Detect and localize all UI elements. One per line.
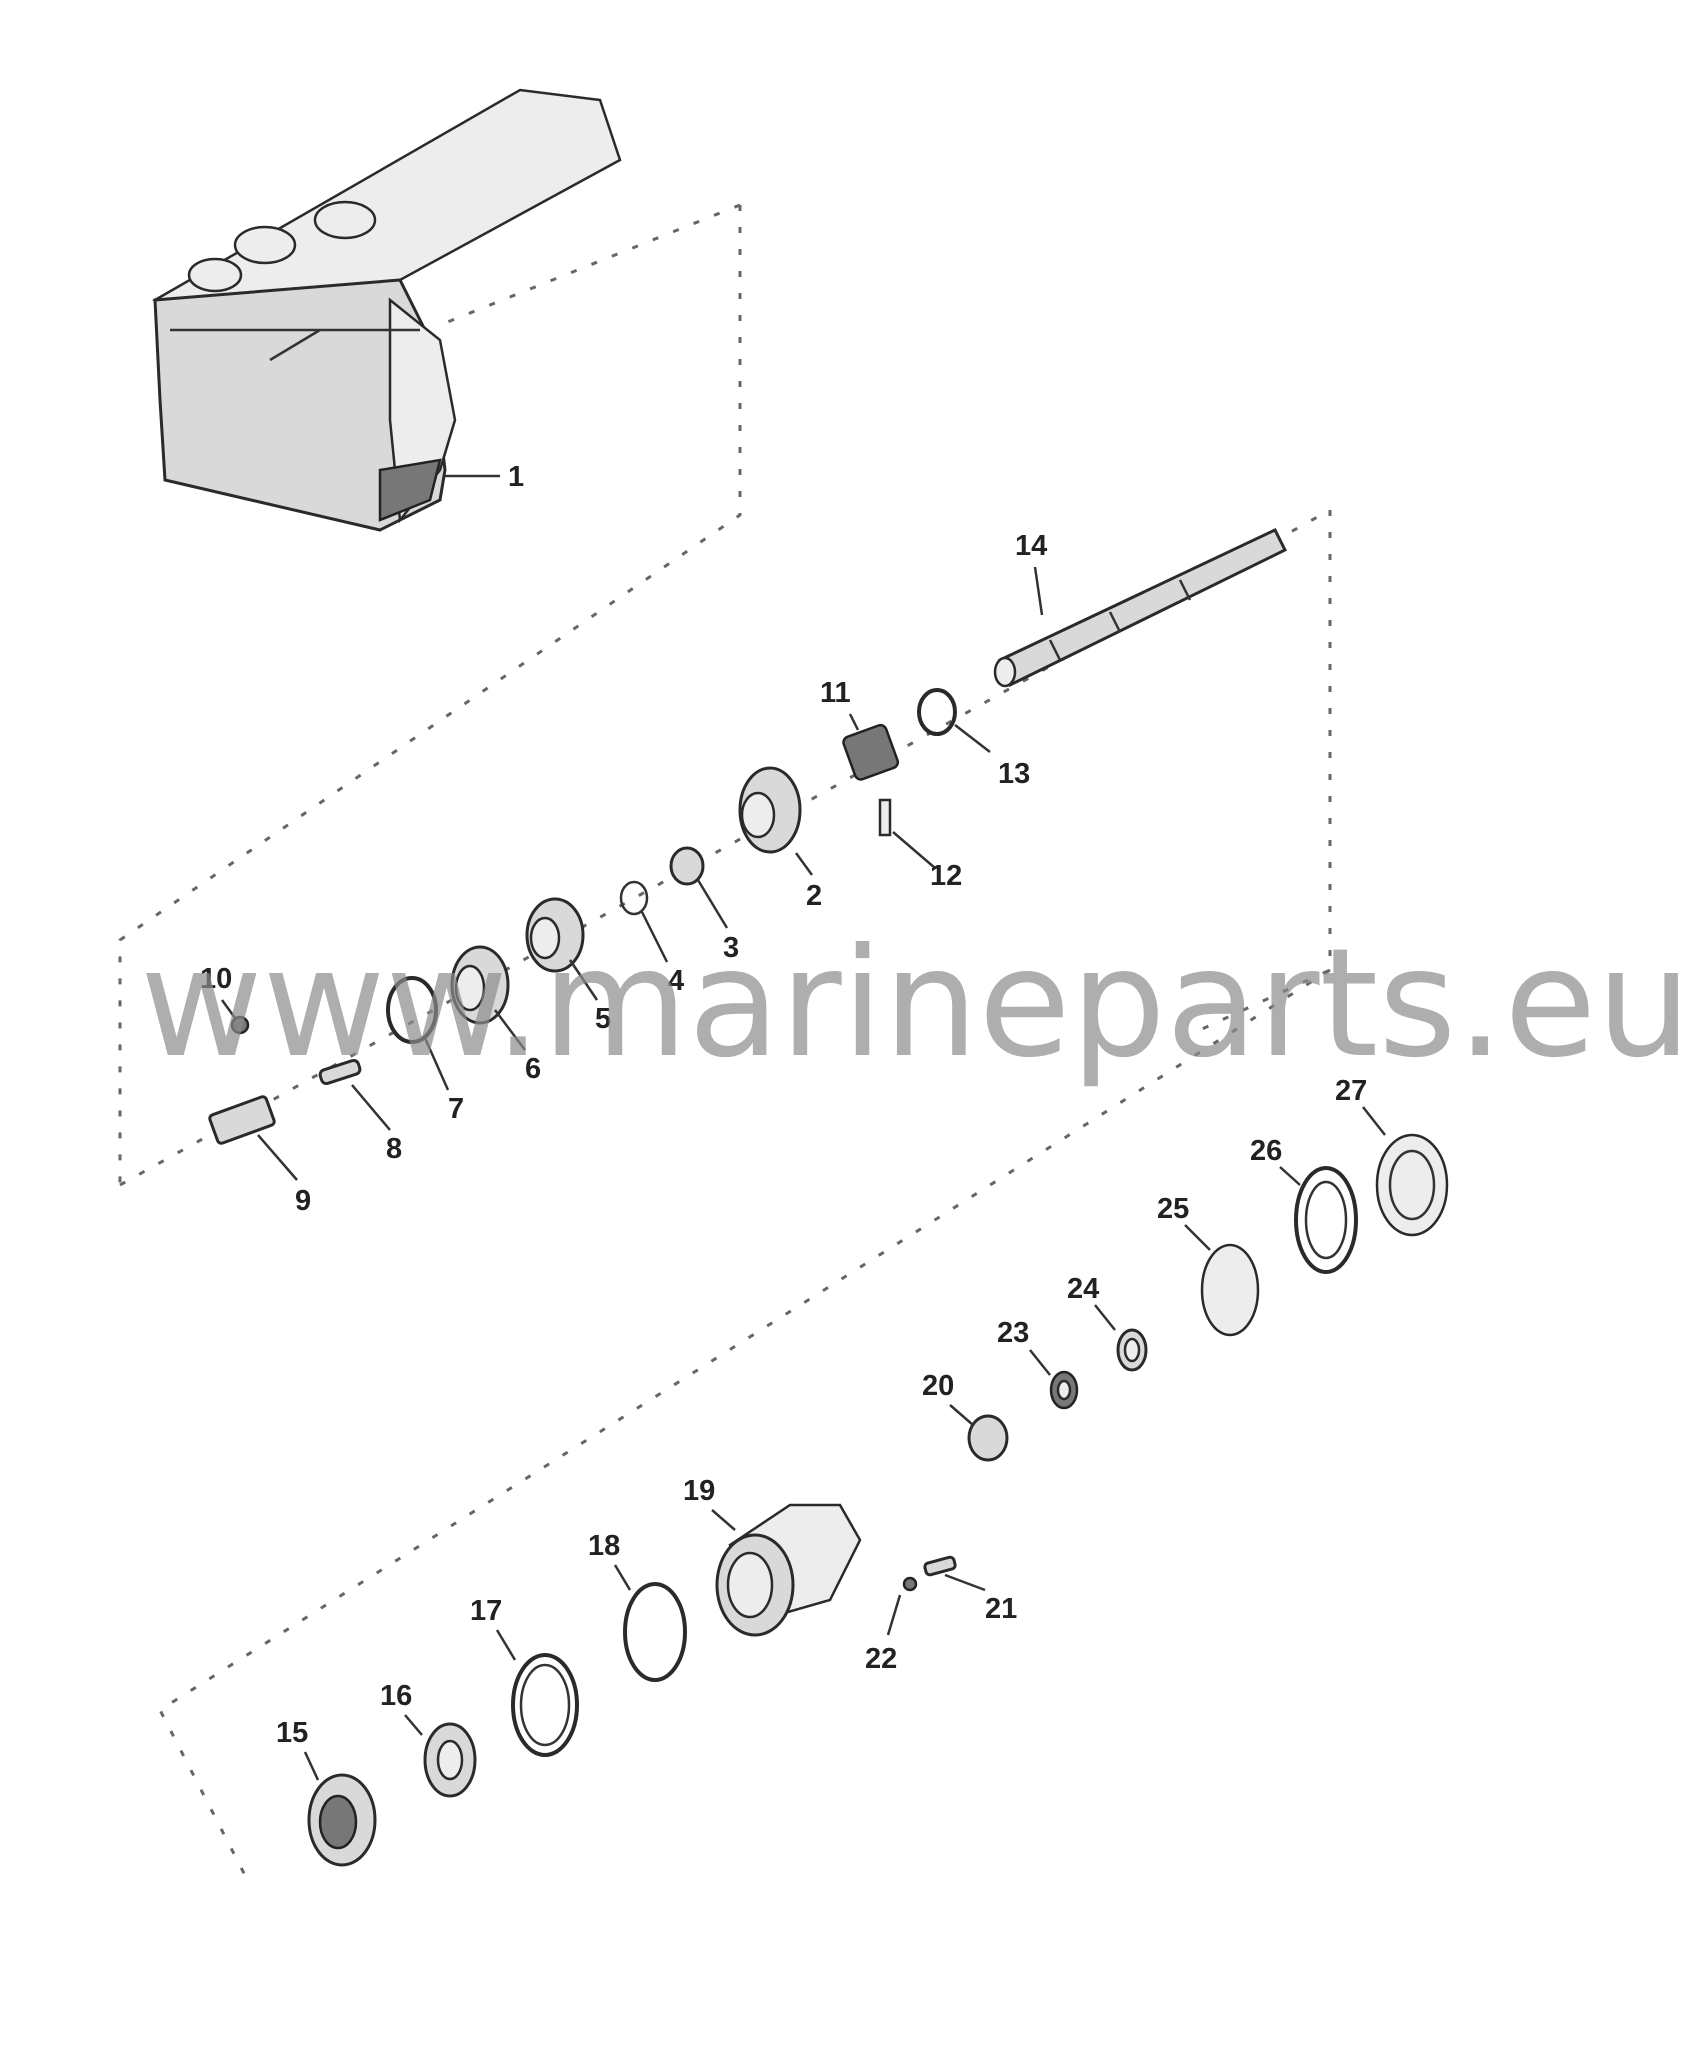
- part-label-9: 9: [295, 1185, 311, 1217]
- seal-drawing: [1049, 1370, 1079, 1410]
- leader-lines: [220, 474, 1386, 1781]
- part-label-1: 1: [508, 461, 524, 493]
- ball-drawing: [230, 1015, 250, 1035]
- part-label-10: 10: [200, 963, 232, 995]
- part-label-21: 21: [985, 1593, 1017, 1625]
- tab-washer-drawing: [1200, 1243, 1260, 1337]
- part-label-22: 22: [865, 1643, 897, 1675]
- part-label-7: 7: [448, 1093, 464, 1125]
- needle-bearing-drawing: [669, 846, 705, 886]
- part-label-12: 12: [930, 860, 962, 892]
- part-label-25: 25: [1157, 1193, 1189, 1225]
- screw-drawing: [923, 1555, 957, 1577]
- gear-housing-drawing: [152, 88, 622, 532]
- part-label-27: 27: [1335, 1075, 1367, 1107]
- o-ring-drawing: [623, 1582, 687, 1682]
- part-label-26: 26: [1250, 1135, 1282, 1167]
- part-label-23: 23: [997, 1317, 1029, 1349]
- part-label-18: 18: [588, 1530, 620, 1562]
- part-label-3: 3: [723, 932, 739, 964]
- part-label-4: 4: [668, 965, 684, 997]
- clutch-drawing: [842, 723, 900, 781]
- bearing-carrier-drawing: [715, 1503, 862, 1637]
- roller-bearing-drawing: [967, 1414, 1009, 1462]
- part-label-11: 11: [820, 677, 851, 709]
- part-label-8: 8: [386, 1133, 402, 1165]
- bearing-race-drawing: [525, 897, 585, 973]
- part-label-5: 5: [595, 1003, 611, 1035]
- assembly-guide-lines: [118, 203, 1332, 1886]
- bearing-carrier-cup-drawing: [738, 766, 802, 854]
- cross-pin-drawing: [878, 798, 892, 837]
- part-label-16: 16: [380, 1680, 412, 1712]
- part-label-20: 20: [922, 1370, 954, 1402]
- tapered-bearing-drawing: [423, 1722, 477, 1798]
- retainer-ring-drawing: [1294, 1166, 1358, 1274]
- shift-cam-drawing: [208, 1095, 276, 1145]
- snap-ring-drawing: [386, 976, 438, 1044]
- part-label-15: 15: [276, 1717, 308, 1749]
- cover-nut-drawing: [1375, 1133, 1449, 1237]
- part-label-2: 2: [806, 880, 822, 912]
- propeller-shaft-drawing: [993, 528, 1288, 688]
- washer-drawing: [902, 1576, 918, 1592]
- forward-gear-drawing: [307, 1773, 377, 1867]
- part-label-6: 6: [525, 1053, 541, 1085]
- spring-ring-drawing: [917, 688, 957, 736]
- seal-inner-drawing: [1116, 1328, 1148, 1372]
- part-label-14: 14: [1015, 530, 1047, 562]
- part-label-24: 24: [1067, 1273, 1099, 1305]
- part-label-19: 19: [683, 1475, 715, 1507]
- part-label-13: 13: [998, 758, 1030, 790]
- pin-drawing: [318, 1058, 362, 1086]
- bearing-cup-drawing: [450, 945, 510, 1025]
- retaining-ring-drawing: [619, 880, 649, 916]
- part-labels: 1 2 3 4 5 6 7 8 9 10 11 12 13 14 15 16 1…: [200, 461, 1367, 1749]
- o-ring-large-drawing: [511, 1653, 579, 1757]
- watermark-text: www.marineparts.eu: [140, 917, 1692, 1091]
- part-label-17: 17: [470, 1595, 502, 1627]
